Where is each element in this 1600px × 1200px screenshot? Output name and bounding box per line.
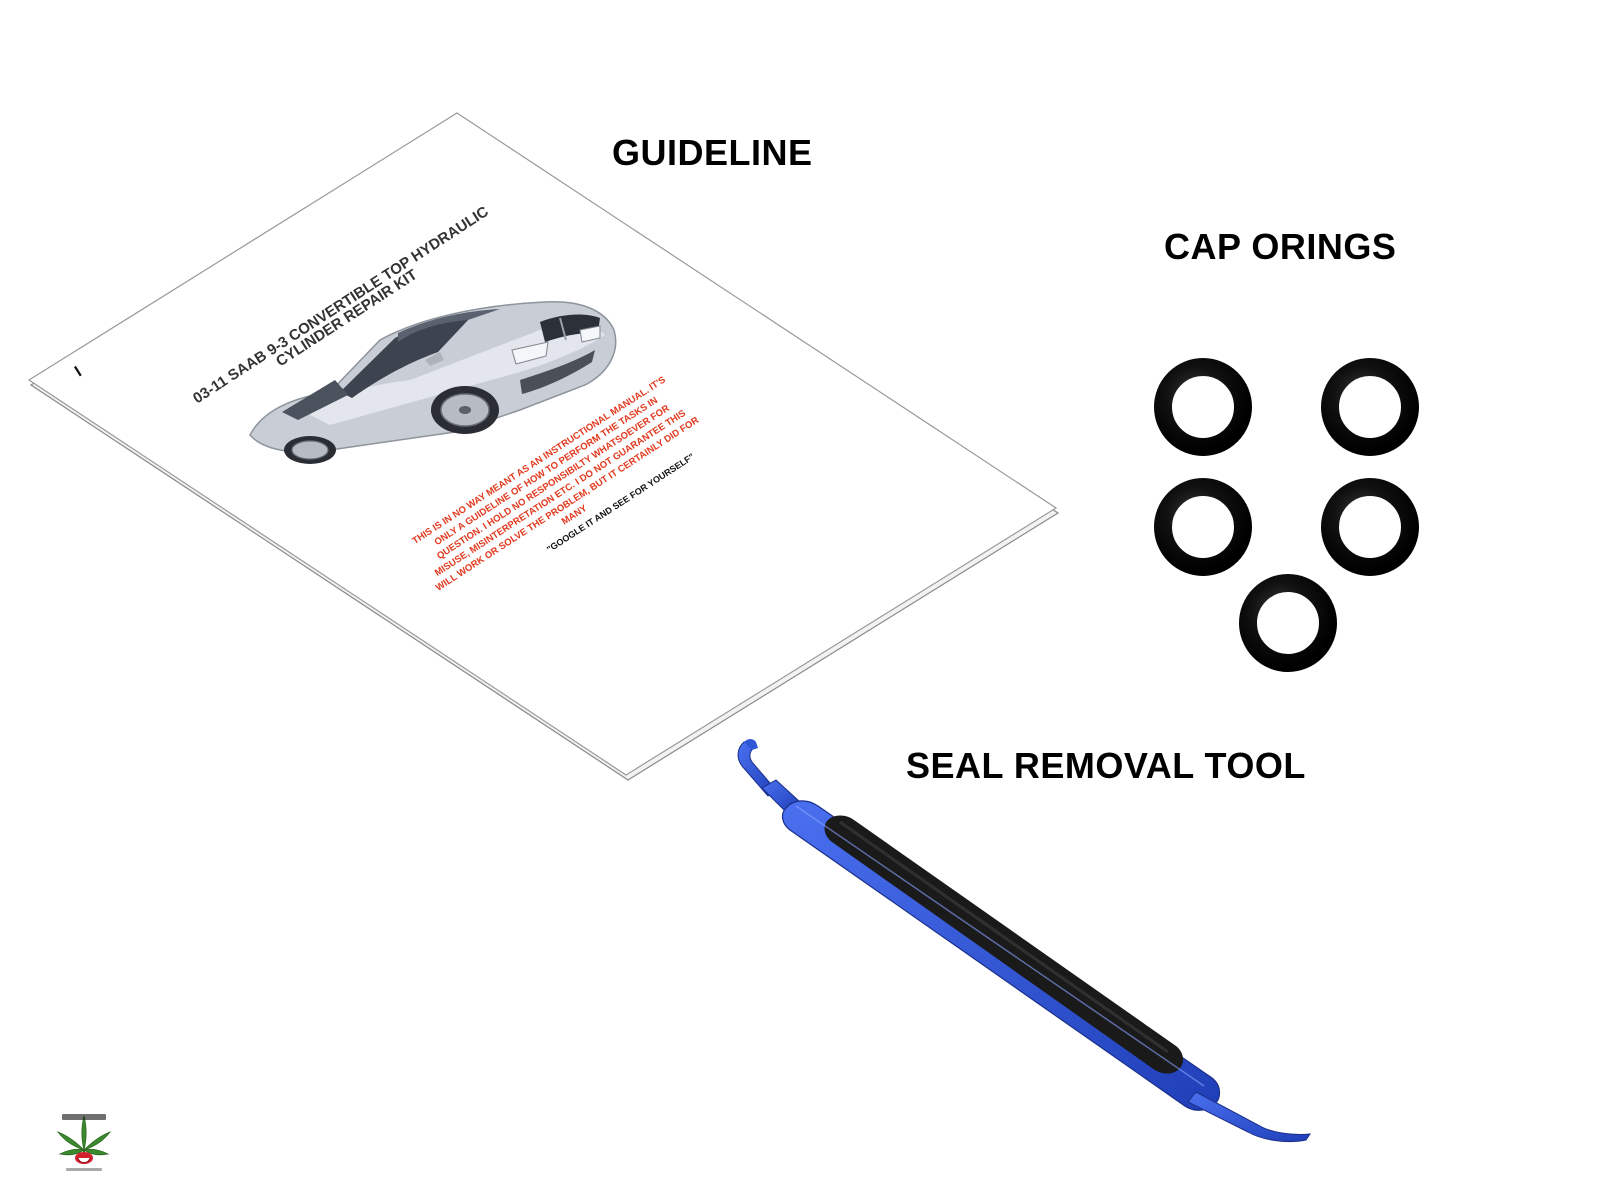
o-ring-icon: [1154, 358, 1252, 456]
cap-orings-label: CAP ORINGS: [1164, 226, 1397, 267]
o-ring-icon: [1239, 574, 1337, 672]
car-rear-wheel: [284, 436, 336, 464]
seal-removal-tool-label: SEAL REMOVAL TOOL: [906, 745, 1306, 786]
o-ring-icon: [1154, 478, 1252, 576]
car-front-wheel: [431, 386, 499, 434]
car-image: [249, 301, 617, 464]
guideline-label: GUIDELINE: [612, 132, 813, 173]
cannabis-leaf-logo-icon: [56, 1114, 112, 1171]
o-ring-icon: [1321, 358, 1419, 456]
o-ring-icon: [1321, 478, 1419, 576]
